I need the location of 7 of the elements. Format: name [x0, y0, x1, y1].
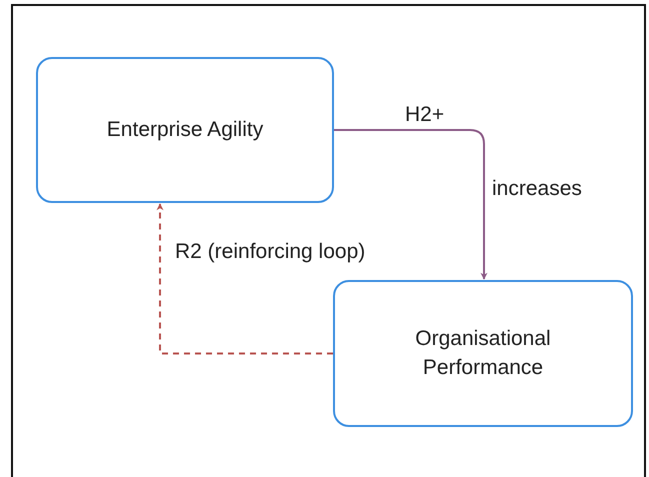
arrow: [334, 129, 488, 280]
node-label: Organisational Performance: [414, 326, 552, 380]
process-box: [36, 57, 334, 203]
arrow: [156, 203, 333, 354]
process-box: [333, 280, 633, 427]
edge-label: R2 (reinforcing loop): [175, 240, 366, 264]
node-label: Enterprise Agility: [106, 116, 264, 143]
